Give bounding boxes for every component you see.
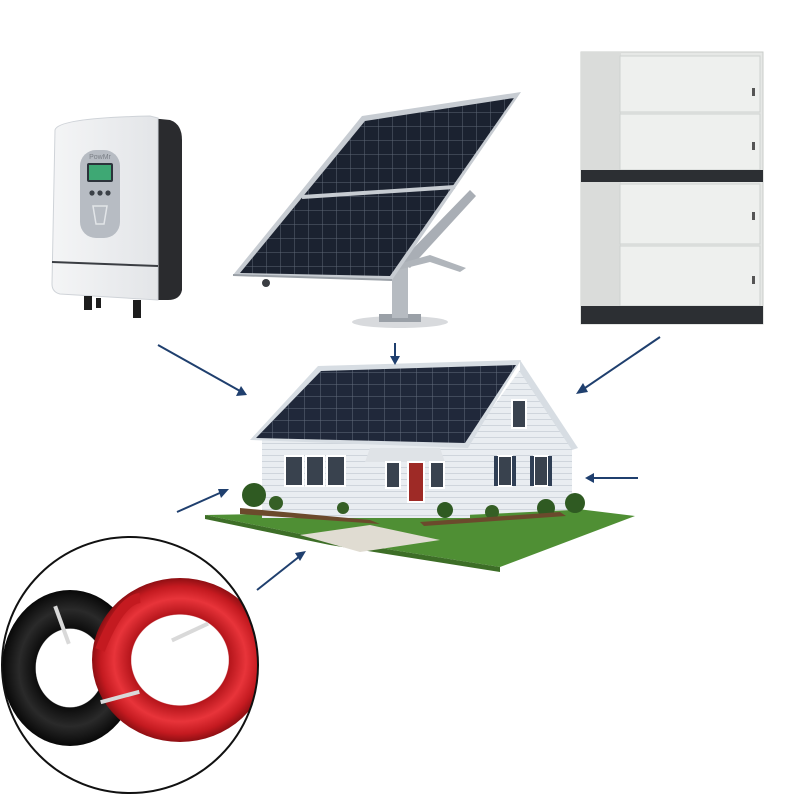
arrow-panel-to-house (390, 343, 400, 365)
arrow-left-to-house (176, 489, 229, 513)
pv-cable-coils-icon (1, 536, 259, 794)
arrow-cables-to-house (256, 551, 306, 591)
solar-panel-on-mount-icon (232, 92, 521, 328)
arrow-right-to-house (585, 473, 638, 483)
arrow-battery-to-house (576, 336, 661, 394)
house-with-rooftop-solar-icon (205, 360, 635, 572)
battery-storage-cabinet-icon (580, 51, 764, 325)
solar-inverter-icon: PowMr (51, 115, 182, 318)
arrows (157, 336, 661, 591)
arrow-inverter-to-house (157, 344, 247, 396)
inverter-brand-label: PowMr (89, 154, 111, 161)
